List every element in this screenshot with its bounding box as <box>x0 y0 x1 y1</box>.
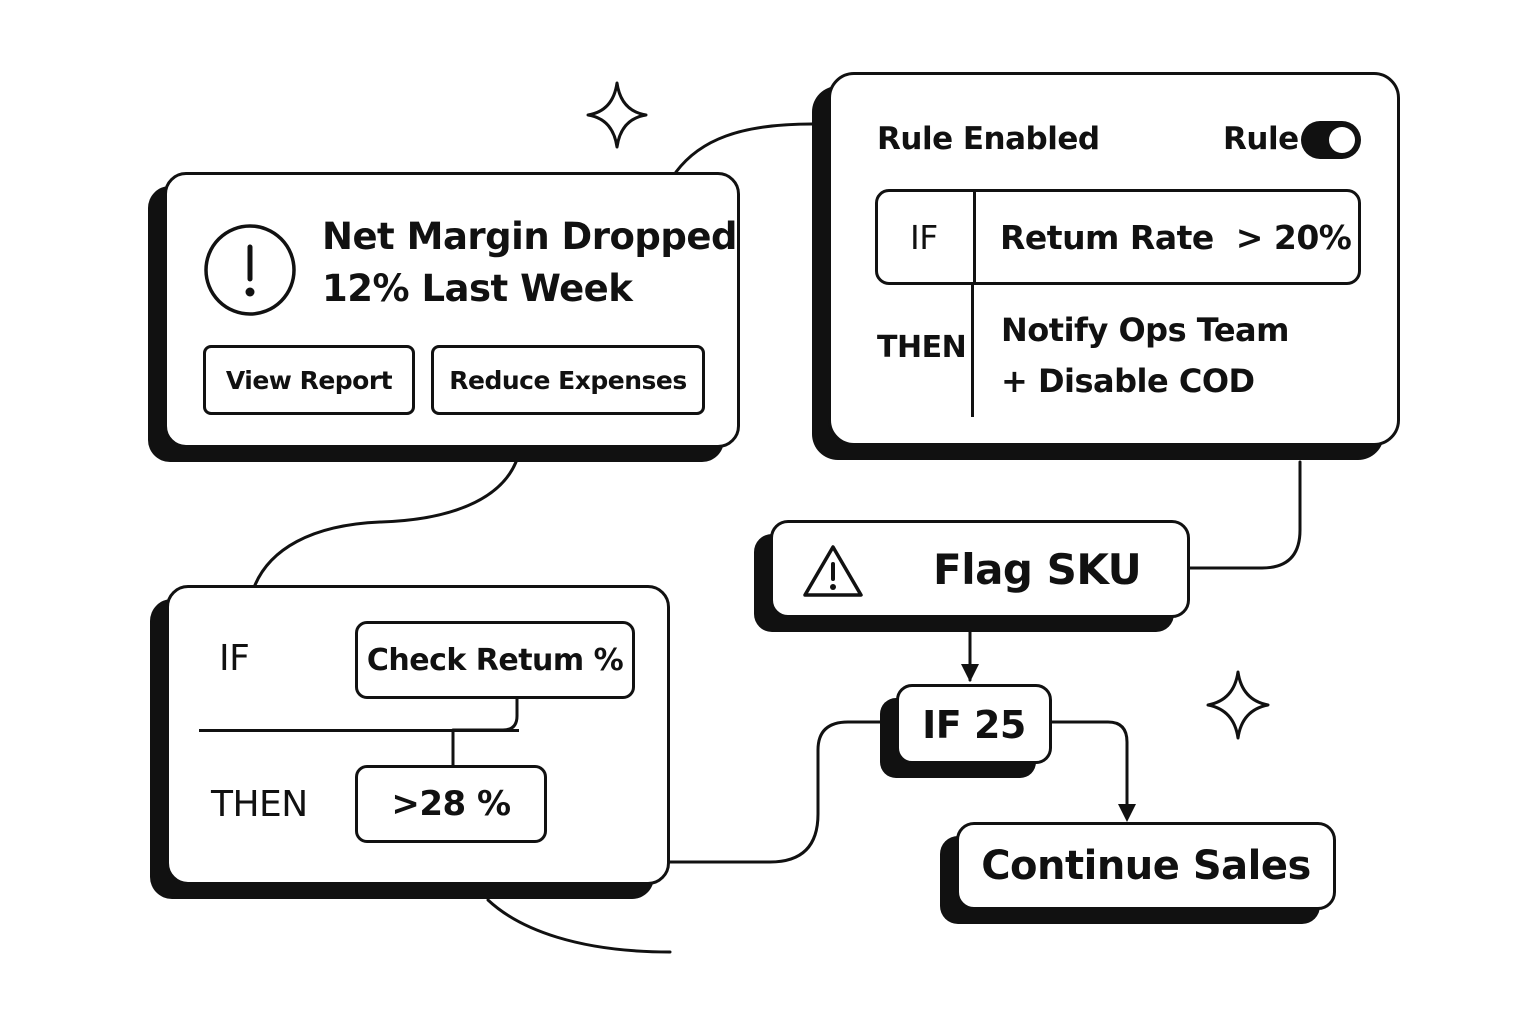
rule-card: Rule Enabled Rule IF Retum Rate > 20% TH… <box>828 72 1400 446</box>
rule-then-divider <box>971 285 974 417</box>
connector-if-to-continue <box>1050 720 1129 816</box>
rule-action-line2: + Disable COD <box>1001 362 1255 400</box>
continue-sales-node[interactable]: Continue Sales <box>956 822 1336 910</box>
connector-check-to-if <box>668 720 886 864</box>
connector-alert-to-check <box>253 460 518 587</box>
sparkle-icon <box>1206 670 1270 740</box>
rule-if-label: IF <box>910 218 938 257</box>
check-return-button[interactable]: Check Retum % <box>355 621 635 699</box>
rule-toggle-switch[interactable] <box>1301 121 1361 159</box>
warning-icon <box>803 545 863 597</box>
connector-alert-to-rule <box>674 122 814 174</box>
rule-enabled-label: Rule Enabled <box>877 121 1100 157</box>
rule-action-line1: Notify Ops Team <box>1001 311 1289 349</box>
if-25-label: IF 25 <box>922 703 1026 747</box>
alert-title-line2: 12% Last Week <box>322 267 633 310</box>
check-divider-line <box>199 729 519 732</box>
view-report-button[interactable]: View Report <box>203 345 415 415</box>
check-return-card: IF Check Retum % THEN >28 % <box>166 585 670 885</box>
toggle-knob <box>1329 127 1355 153</box>
sparkle-icon <box>586 81 648 149</box>
if-25-node[interactable]: IF 25 <box>896 684 1052 764</box>
continue-sales-label: Continue Sales <box>981 843 1311 889</box>
rule-then-label: THEN <box>877 330 967 365</box>
rule-condition-text: Retum Rate > 20% <box>1000 218 1352 257</box>
alert-card: Net Margin Dropped 12% Last Week View Re… <box>164 172 740 448</box>
rule-condition-box[interactable]: IF Retum Rate > 20% <box>875 189 1361 285</box>
flag-sku-node[interactable]: Flag SKU <box>770 520 1190 618</box>
rule-condition-divider <box>973 192 976 282</box>
check-if-label: IF <box>219 638 250 679</box>
arrowhead-if-to-continue <box>1118 804 1136 822</box>
check-then-label: THEN <box>211 784 308 825</box>
connector-check-tail <box>486 898 672 954</box>
connector-rule-to-flag <box>1188 460 1302 570</box>
check-branch-connector <box>451 699 519 766</box>
alert-title-line1: Net Margin Dropped <box>322 215 737 258</box>
rule-toggle-label: Rule <box>1223 121 1299 157</box>
reduce-expenses-button[interactable]: Reduce Expenses <box>431 345 705 415</box>
threshold-value-box[interactable]: >28 % <box>355 765 547 843</box>
flag-sku-label: Flag SKU <box>933 545 1142 594</box>
arrowhead-flag-to-if <box>961 664 979 682</box>
exclamation-icon <box>204 224 296 316</box>
